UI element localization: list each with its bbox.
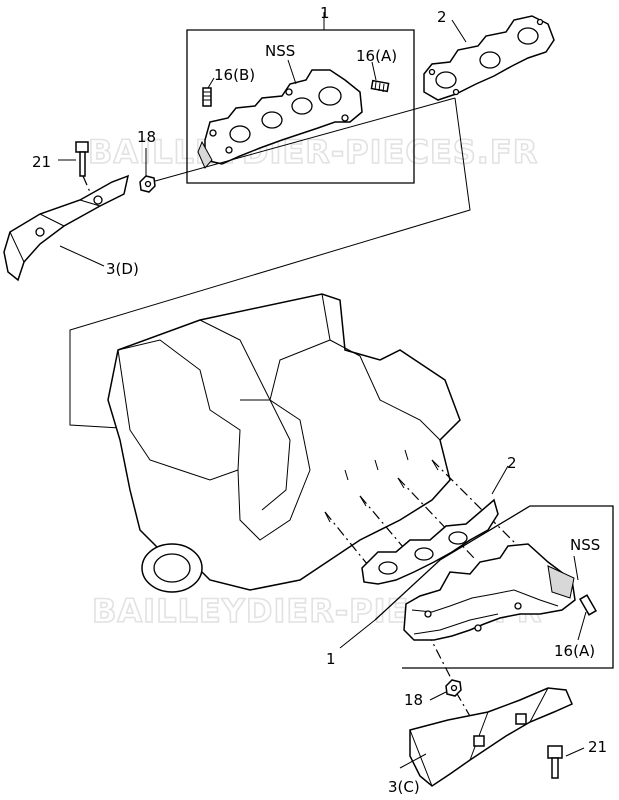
heat-shield-3c	[409, 687, 573, 787]
dash-line-3	[431, 459, 521, 549]
callout-2-bottom: 2	[507, 454, 517, 472]
leader-1-bottom	[339, 619, 376, 649]
top-gasket	[423, 15, 555, 101]
callout-16a-bottom: 16(A)	[554, 642, 595, 660]
callout-21-bottom: 21	[588, 738, 607, 756]
leader-16a-top	[371, 61, 377, 81]
top-assembly-box	[186, 29, 415, 184]
heat-shield-3d	[3, 174, 130, 282]
engine-block	[107, 293, 461, 593]
callout-1-top: 1	[320, 4, 330, 22]
leader-3c	[399, 753, 427, 769]
dash-line-4	[397, 477, 475, 559]
callout-21-top: 21	[32, 153, 51, 171]
leader-nss-top	[287, 59, 297, 85]
callout-nss-top: NSS	[265, 42, 295, 60]
watermark-top: BAILLEYDIER-PIECES.FR	[88, 133, 538, 171]
leader-21-bottom	[565, 747, 585, 757]
leader-18-bottom	[429, 691, 447, 701]
stud-16a-bottom	[579, 594, 597, 616]
callout-nss-bottom: NSS	[570, 536, 600, 554]
bottom-assembly-box	[374, 505, 614, 669]
bottom-gasket	[361, 498, 499, 585]
leader-16b	[207, 77, 215, 89]
callout-3d: 3(D)	[106, 260, 139, 278]
callout-3c: 3(C)	[388, 778, 420, 796]
top-bracket-line	[69, 97, 471, 429]
nut-18-bottom	[445, 679, 462, 697]
dash-line-5	[417, 613, 457, 689]
stud-16a-top	[370, 79, 390, 93]
top-centerline	[147, 97, 456, 184]
stud-16b	[202, 87, 212, 107]
callout-1-bottom: 1	[326, 650, 336, 668]
callout-16b: 16(B)	[214, 66, 255, 84]
callout-2-top: 2	[437, 8, 447, 26]
leader-2-top	[451, 19, 467, 43]
leader-16a-bottom	[577, 611, 587, 641]
bolt-21-top	[75, 141, 89, 177]
dash-line-1	[324, 511, 381, 581]
nut-18-top	[139, 175, 156, 193]
top-exhaust-manifold	[197, 69, 363, 169]
leader-nss-bottom	[573, 555, 579, 581]
callout-18-bottom: 18	[404, 691, 423, 709]
bottom-exhaust-manifold	[403, 543, 576, 641]
callout-16a-top: 16(A)	[356, 47, 397, 65]
bolt-21-bottom	[547, 745, 563, 779]
leader-3d	[59, 245, 105, 267]
callout-18-top: 18	[137, 128, 156, 146]
leader-2-bottom	[491, 465, 509, 495]
